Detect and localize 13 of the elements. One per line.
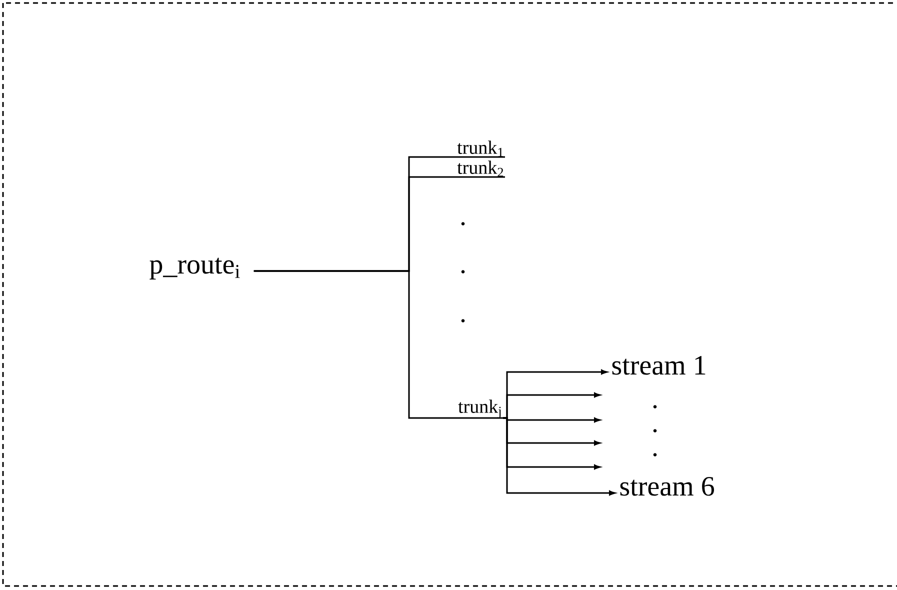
ellipsis-dot: .	[653, 453, 657, 456]
trunk-label: trunk$_{2}$	[457, 160, 504, 177]
ellipsis-dot: .	[461, 319, 465, 322]
stream-label: stream 6	[620, 476, 714, 496]
ellipsis-dot: .	[653, 405, 657, 408]
ellipsis-dot: .	[461, 270, 465, 274]
stream-label: stream 1	[612, 356, 706, 375]
bare-text: p_route$_{i}$	[150, 258, 240, 280]
trunk-label: trunk$_{1}$	[457, 140, 503, 157]
ellipsis-dot: .	[653, 429, 657, 432]
ellipsis-dot: .	[461, 222, 465, 226]
arrow	[503, 417, 616, 496]
connector-line	[254, 270, 503, 419]
